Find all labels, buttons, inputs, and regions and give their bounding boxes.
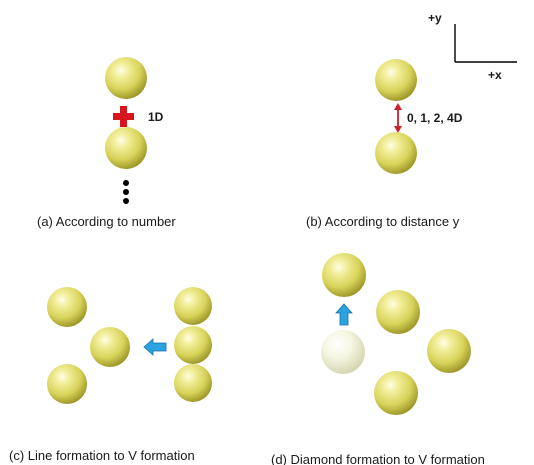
y-axis-label: +y xyxy=(428,11,442,25)
panel-c: (c) Line formation to V formation xyxy=(9,287,212,463)
blue-arrow-left-icon xyxy=(143,338,167,356)
panel-d: (d) Diamond formation to V formation xyxy=(271,253,485,465)
sphere-d-bottom xyxy=(374,371,418,415)
sphere-d-ghost xyxy=(321,330,365,374)
caption-c: (c) Line formation to V formation xyxy=(9,448,195,463)
plus-icon xyxy=(113,106,134,127)
step-label: 1D xyxy=(148,110,164,124)
x-axis-label: +x xyxy=(488,68,502,82)
sphere-c-v2 xyxy=(90,327,130,367)
blue-arrow-up-icon xyxy=(335,303,353,326)
sphere-b1 xyxy=(375,59,417,101)
sphere-b2 xyxy=(375,132,417,174)
sphere-a1 xyxy=(105,57,147,99)
caption-a: (a) According to number xyxy=(37,214,176,229)
panel-b: 0, 1, 2, 4D (b) According to distance y xyxy=(306,59,463,229)
panel-a: 1D (a) According to number xyxy=(37,57,176,229)
sphere-c-l2 xyxy=(174,326,212,364)
sphere-c-l3 xyxy=(174,364,212,402)
caption-d: (d) Diamond formation to V formation xyxy=(271,452,485,465)
sphere-c-l1 xyxy=(174,287,212,325)
axes-indicator: +y +x xyxy=(428,11,517,82)
ellipsis-dots xyxy=(123,180,129,204)
sphere-a2 xyxy=(105,127,147,169)
sphere-c-v1 xyxy=(47,287,87,327)
sphere-d-right xyxy=(427,329,471,373)
sphere-c-v3 xyxy=(47,364,87,404)
sphere-d-right-upper xyxy=(376,290,420,334)
distance-label: 0, 1, 2, 4D xyxy=(407,111,463,125)
sphere-d-top xyxy=(322,253,366,297)
caption-b: (b) According to distance y xyxy=(306,214,460,229)
distance-arrow xyxy=(394,103,402,133)
